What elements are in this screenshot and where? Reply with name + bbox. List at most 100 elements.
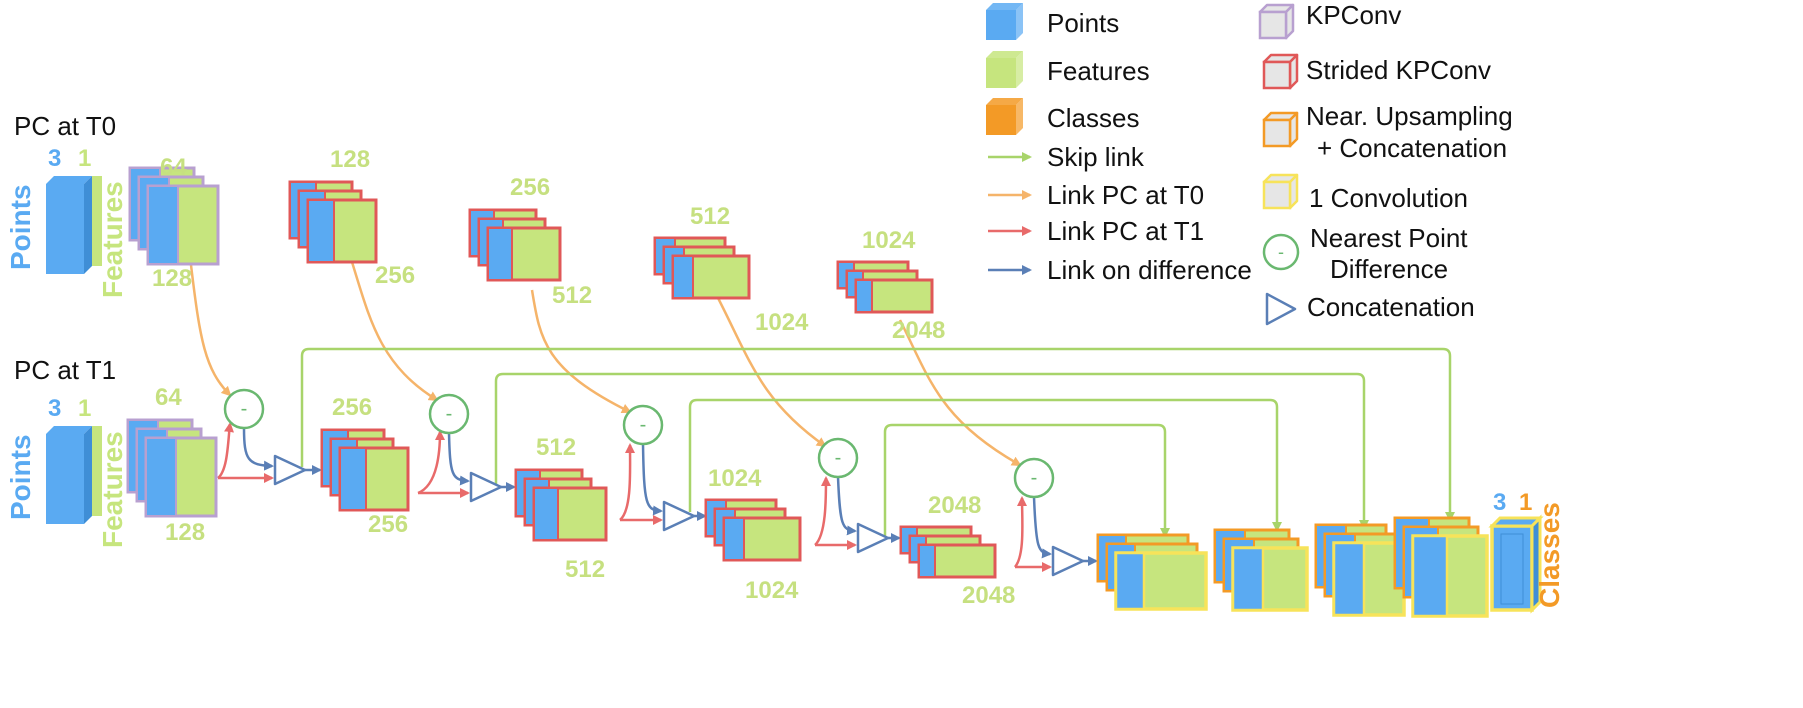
input-t0-features-dim: 1 (78, 145, 91, 172)
link-t1-diff-1 (217, 422, 234, 479)
link-t1-diff-2 (417, 430, 445, 495)
difference-circle-1: - (223, 388, 265, 430)
input-t1-features-dim: 1 (78, 395, 91, 422)
link-t0-1 (189, 264, 232, 397)
link-diff-3 (641, 443, 663, 516)
skip-link-4 (883, 423, 1170, 538)
link-t1-diff-4 (814, 476, 831, 546)
input-t1-points-dim: 3 (48, 395, 61, 422)
concat-triangle-3 (662, 500, 696, 532)
decoder-block-2 (1213, 528, 1309, 612)
encoder-t1-4-bottom-dim: 1024 (745, 577, 799, 604)
encoder-t0-block-2 (288, 180, 378, 264)
legend-link-difference-label: Link on difference (1047, 255, 1252, 285)
encoder-t0-2-bottom-dim: 256 (375, 262, 415, 289)
link-diff-1 (242, 427, 274, 471)
difference-circle-2: - (428, 393, 470, 435)
concat-triangle-1 (273, 454, 307, 486)
encoder-t1-3-top-dim: 512 (536, 434, 576, 461)
link-t1-diff-5 (1013, 496, 1028, 568)
legend-nearest-point-label-line2: Difference (1330, 254, 1448, 284)
concat-triangle-4 (856, 522, 890, 554)
input-t0-points-label: Points (5, 184, 36, 270)
decoder-block-4 (1393, 516, 1489, 618)
encoder-t1-3-bottom-dim: 512 (565, 556, 605, 583)
legend-link-t1-label: Link PC at T1 (1047, 216, 1204, 246)
encoder-t0-4-bottom-dim: 1024 (755, 309, 809, 336)
legend-skip-link-label: Skip link (1047, 142, 1145, 172)
legend-kpconv-label: KPConv (1306, 0, 1401, 30)
legend-kpconv-swatch (1258, 3, 1295, 40)
encoder-t1-block-5 (899, 525, 997, 579)
legend-classes-label: Classes (1047, 103, 1139, 133)
encoder-t0-block-3 (468, 208, 562, 282)
output-classes-block (1488, 514, 1544, 614)
link-t0-5 (898, 319, 1022, 467)
legend-points-swatch (986, 3, 1023, 40)
encoder-t0-3-top-dim: 256 (510, 174, 550, 201)
encoder-t0-1-bottom-dim: 128 (152, 265, 192, 292)
input-t0-points-dim: 3 (48, 145, 61, 172)
output-classes-dim: 1 (1519, 489, 1532, 516)
encoder-t0-1-top-dim: 64 (160, 154, 187, 181)
input-t0-title: PC at T0 (14, 111, 116, 141)
legend-strided-kpconv-swatch (1262, 53, 1299, 90)
legend-1-convolution-label: 1 Convolution (1309, 183, 1468, 213)
encoder-t0-block-1 (128, 166, 220, 266)
difference-symbol: - (640, 414, 647, 436)
input-t0-features-label: Features (97, 181, 128, 298)
legend-strided-kpconv-label: Strided KPConv (1306, 55, 1491, 85)
encoder-t1-1-bottom-dim: 128 (165, 519, 205, 546)
legend-classes-swatch (986, 98, 1023, 135)
difference-circle-4: - (817, 437, 859, 479)
difference-symbol: - (835, 447, 842, 469)
legend-features-swatch (986, 51, 1023, 88)
concat-triangle-5 (1051, 545, 1085, 577)
output-points-dim: 3 (1493, 489, 1506, 516)
link-diff-4 (836, 476, 857, 536)
encoder-t1-block-2 (320, 428, 410, 512)
input-t1-points-label: Points (5, 434, 36, 520)
shapes-layer: - - - - - - (46, 3, 1544, 618)
legend-upsampling-swatch (1262, 111, 1299, 148)
legend-1-convolution-swatch (1262, 173, 1299, 210)
difference-symbol: - (241, 398, 248, 420)
link-t0-4 (715, 295, 827, 448)
output-classes-label: Classes (1534, 502, 1565, 608)
encoder-t1-2-top-dim: 256 (332, 394, 372, 421)
decoder-block-1 (1096, 533, 1208, 611)
input-t1-pc (46, 426, 102, 524)
encoder-t0-5-top-dim: 1024 (862, 227, 916, 254)
difference-circle-3: - (622, 404, 664, 446)
encoder-t1-block-4 (704, 498, 802, 562)
skip-link-1 (300, 347, 1455, 522)
encoder-t0-4-top-dim: 512 (690, 203, 730, 230)
input-t1-features-label: Features (97, 431, 128, 548)
link-diff-5 (1032, 496, 1052, 559)
decoder-block-3 (1314, 523, 1406, 617)
encoder-t1-block-3 (514, 468, 608, 542)
link-t0-3 (530, 289, 632, 414)
legend-nearest-point-difference-symbol: - (1262, 233, 1300, 271)
legend-difference-symbol: - (1278, 242, 1284, 262)
links-layer (189, 261, 1455, 572)
concat-triangle-2 (469, 471, 503, 503)
legend-points-label: Points (1047, 8, 1119, 38)
encoder-t0-3-bottom-dim: 512 (552, 282, 592, 309)
link-t0-2 (350, 261, 439, 402)
encoder-t0-2-top-dim: 128 (330, 146, 370, 173)
encoder-t1-4-top-dim: 1024 (708, 465, 762, 492)
difference-circle-5: - (1013, 457, 1055, 499)
difference-symbol: - (1031, 467, 1038, 489)
legend-upsampling-label-line1: Near. Upsampling (1306, 101, 1513, 131)
link-t1-diff-3 (619, 443, 636, 521)
legend-concatenation-label: Concatenation (1307, 292, 1475, 322)
difference-symbol: - (446, 403, 453, 425)
skip-link-2 (494, 372, 1369, 530)
encoder-t1-block-1 (126, 418, 218, 518)
skip-link-3 (688, 398, 1282, 532)
legend-concatenation-symbol (1265, 292, 1297, 326)
legend-upsampling-label-line2: + Concatenation (1317, 133, 1507, 163)
